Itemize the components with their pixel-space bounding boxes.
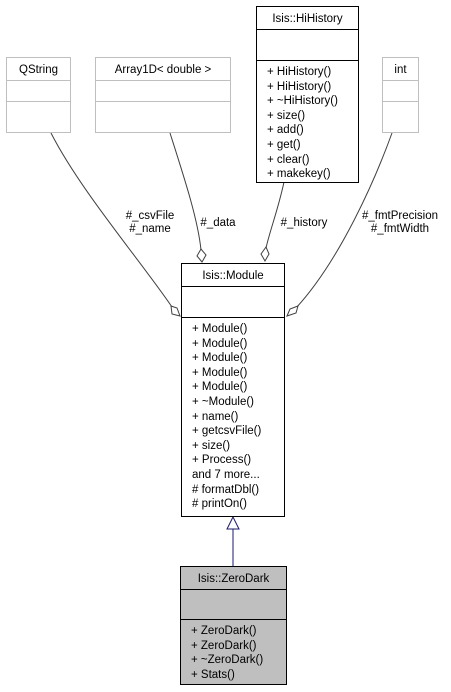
method-item: + Stats() bbox=[191, 668, 235, 681]
methods-compartment bbox=[7, 101, 70, 130]
method-item: + Module() bbox=[192, 337, 248, 350]
class-name: QString bbox=[19, 64, 58, 76]
methods-compartment: + HiHistory() + HiHistory() + ~HiHistory… bbox=[257, 60, 358, 185]
fmt-aggregation-diamond bbox=[286, 305, 299, 317]
attributes-compartment bbox=[182, 286, 284, 317]
edge-label-line: #_data bbox=[200, 217, 236, 229]
method-item: + name() bbox=[192, 410, 239, 423]
hihistory-class-box[interactable]: Isis::HiHistory + HiHistory() + HiHistor… bbox=[256, 6, 359, 183]
methods-compartment bbox=[383, 101, 418, 130]
attributes-compartment bbox=[383, 80, 418, 101]
method-item: # printOn() bbox=[192, 498, 247, 511]
method-item: + ~ZeroDark() bbox=[191, 654, 264, 667]
method-item: + Process() bbox=[192, 454, 252, 467]
method-item: + makekey() bbox=[267, 168, 331, 181]
fmt-association-edge bbox=[295, 132, 393, 309]
class-name: Isis::HiHistory bbox=[272, 13, 343, 25]
csvfile-association-edge bbox=[50, 132, 173, 308]
attributes-compartment bbox=[7, 80, 70, 101]
class-name: Isis::Module bbox=[202, 270, 264, 282]
method-item: + HiHistory() bbox=[267, 80, 332, 93]
data-association-edge bbox=[169, 132, 202, 251]
edge-label-line: #_csvFile bbox=[125, 210, 175, 222]
attributes-compartment bbox=[181, 589, 286, 619]
method-item: + clear() bbox=[267, 153, 310, 166]
csvfile-edge-label: #_csvFile #_name bbox=[110, 210, 190, 236]
class-name: int bbox=[394, 64, 407, 76]
methods-compartment bbox=[96, 101, 230, 130]
method-item: # formatDbl() bbox=[192, 483, 260, 496]
methods-compartment: + ZeroDark() + ZeroDark() + ~ZeroDark() … bbox=[181, 619, 286, 685]
history-aggregation-diamond bbox=[260, 245, 270, 263]
edge-label-line: #_fmtWidth bbox=[370, 223, 430, 235]
qstring-class-box[interactable]: QString bbox=[6, 57, 71, 133]
fmt-edge-label: #_fmtPrecision #_fmtWidth bbox=[352, 210, 448, 236]
history-edge-label: #_history bbox=[272, 217, 336, 230]
method-item: + ZeroDark() bbox=[191, 639, 257, 652]
method-item: + Module() bbox=[192, 381, 248, 394]
method-item: + size() bbox=[267, 109, 306, 122]
class-name: Isis::ZeroDark bbox=[197, 573, 270, 585]
attributes-compartment bbox=[257, 29, 358, 60]
method-item: + HiHistory() bbox=[267, 66, 332, 78]
method-item: + size() bbox=[192, 439, 231, 452]
method-item: + ~HiHistory() bbox=[267, 95, 338, 108]
method-item: + Module() bbox=[192, 366, 248, 379]
array1d-class-box[interactable]: Array1D< double > bbox=[95, 57, 231, 133]
method-item: + add() bbox=[267, 124, 304, 137]
edge-label-line: #_history bbox=[280, 217, 328, 229]
method-item: + Module() bbox=[192, 323, 248, 335]
edge-label-line: #_fmtPrecision bbox=[361, 210, 439, 222]
inheritance-arrowhead bbox=[226, 515, 240, 530]
class-name: Array1D< double > bbox=[114, 64, 212, 76]
method-item: + ~Module() bbox=[192, 395, 255, 408]
methods-compartment: + Module() + Module() + Module() + Modul… bbox=[182, 317, 284, 515]
method-item: + ZeroDark() bbox=[191, 625, 257, 637]
zerodark-class-box[interactable]: Isis::ZeroDark + ZeroDark() + ZeroDark()… bbox=[180, 566, 287, 685]
module-class-box[interactable]: Isis::Module + Module() + Module() + Mod… bbox=[181, 263, 285, 517]
data-edge-label: #_data bbox=[193, 217, 243, 230]
data-aggregation-diamond bbox=[196, 248, 207, 263]
csvfile-aggregation-diamond bbox=[170, 305, 181, 317]
edge-label-line: #_name bbox=[129, 223, 171, 235]
method-item: + get() bbox=[267, 138, 301, 151]
method-item: + Module() bbox=[192, 352, 248, 365]
attributes-compartment bbox=[96, 80, 230, 101]
method-item: + getcsvFile() bbox=[192, 425, 262, 438]
method-item: and 7 more... bbox=[192, 468, 260, 481]
int-class-box[interactable]: int bbox=[382, 57, 419, 133]
history-association-edge bbox=[265, 181, 285, 249]
